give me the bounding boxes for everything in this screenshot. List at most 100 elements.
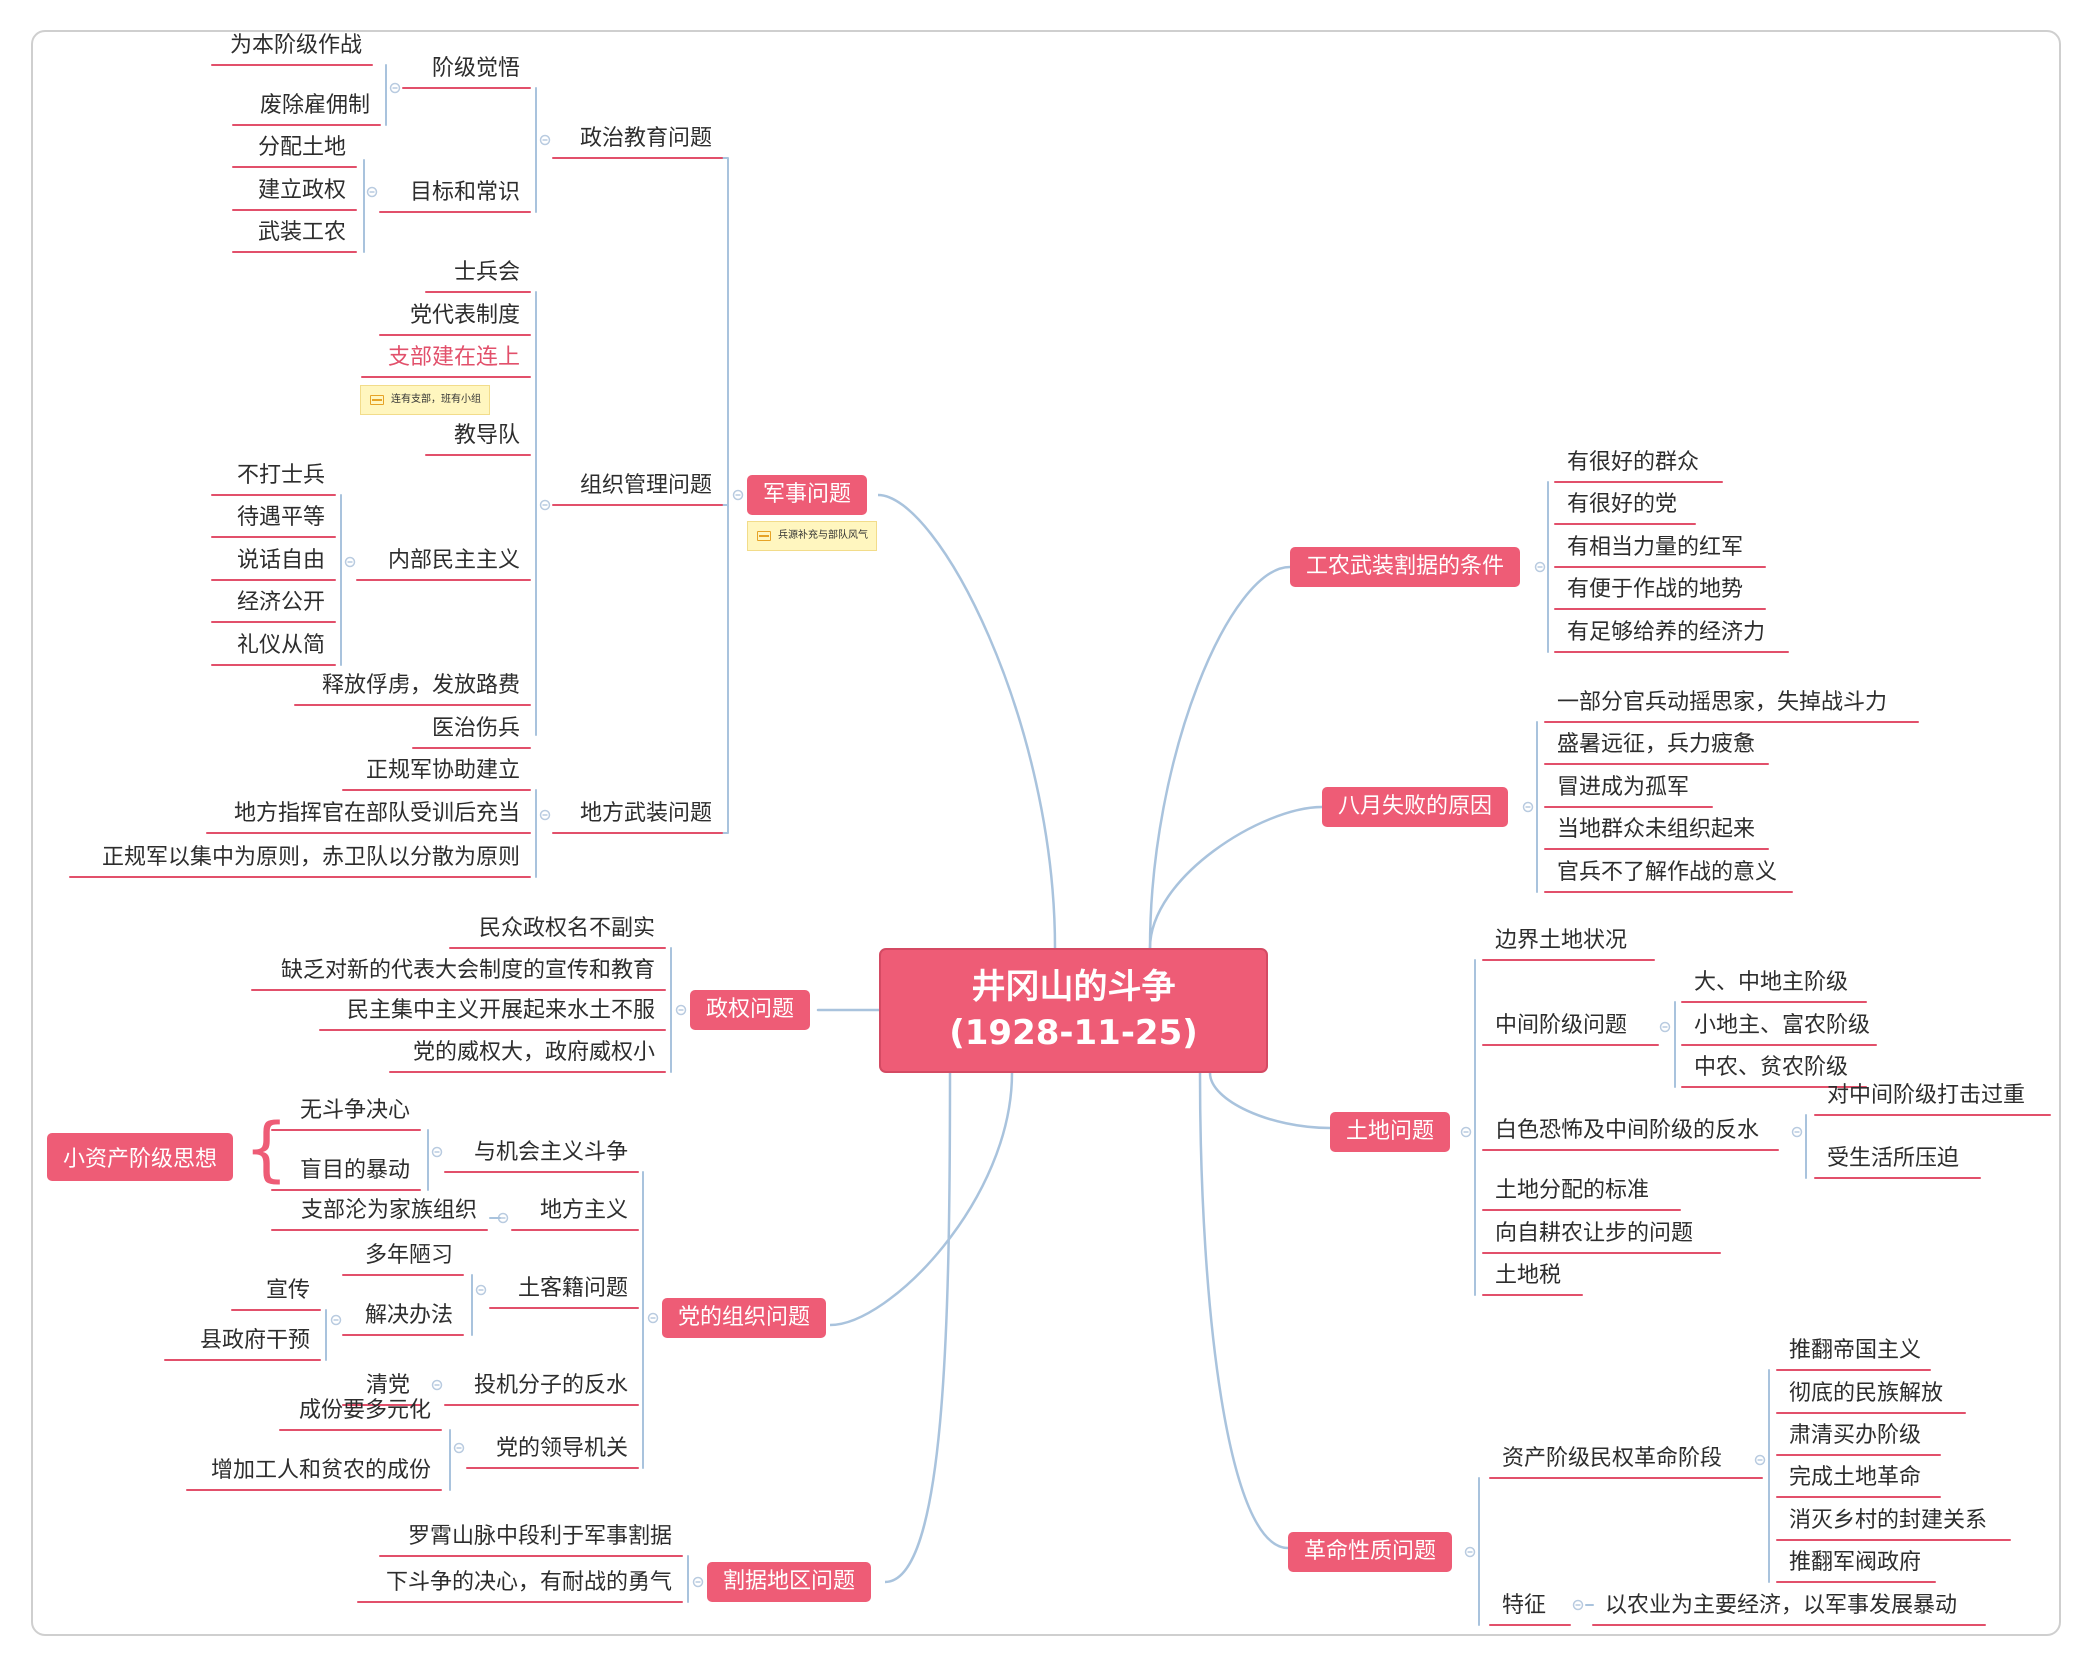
leaf-node[interactable]: 与机会主义斗争 (473, 1140, 628, 1165)
leaf-node[interactable]: 经济公开 (236, 590, 325, 615)
leaf-node[interactable]: 投机分子的反水 (473, 1373, 628, 1398)
main-branch-link (884, 1072, 952, 1584)
leaf-node[interactable]: 特征 (1502, 1593, 1547, 1618)
topic-area[interactable]: 割据地区问题 (707, 1562, 872, 1602)
leaf-node[interactable]: 建立政权 (257, 178, 346, 203)
leaf-node[interactable]: 边界土地状况 (1495, 928, 1628, 953)
canvas-frame (31, 30, 2061, 1636)
leaf-node[interactable]: 盲目的暴动 (299, 1158, 410, 1183)
note-branch[interactable]: 连有支部，班有小组 (360, 385, 490, 415)
leaf-node[interactable]: 成份要多元化 (298, 1398, 431, 1423)
leaf-node[interactable]: 白色恐怖及中间阶级的反水 (1495, 1118, 1760, 1143)
leaf-node[interactable]: 党的领导机关 (495, 1436, 628, 1461)
leaf-node[interactable]: 资产阶级民权革命阶段 (1502, 1446, 1723, 1471)
leaf-node[interactable]: 目标和常识 (409, 180, 520, 205)
main-branch-link (1198, 1072, 1289, 1550)
leaf-node[interactable]: 罗霄山脉中段利于军事割据 (407, 1524, 672, 1549)
main-branch-link (1148, 805, 1323, 949)
leaf-node[interactable]: 医治伤兵 (431, 716, 520, 741)
topic-august[interactable]: 八月失败的原因 (1322, 787, 1509, 827)
leaf-node[interactable]: 内部民主主义 (387, 548, 520, 573)
leaf-node[interactable]: 盛暑远征，兵力疲惫 (1557, 732, 1756, 757)
leaf-node[interactable]: 党的威权大，政府威权小 (412, 1040, 655, 1065)
topic-party[interactable]: 党的组织问题 (662, 1298, 827, 1338)
leaf-node[interactable]: 一部分官兵动摇思家，失掉战斗力 (1557, 690, 1888, 715)
leaf-node[interactable]: 县政府干预 (199, 1328, 310, 1353)
central-topic-date: (1928-11-25) (949, 1012, 1198, 1053)
leaf-node[interactable]: 地方主义 (539, 1198, 628, 1223)
leaf-node[interactable]: 消灭乡村的封建关系 (1789, 1508, 1988, 1533)
leaf-node[interactable]: 受生活所压迫 (1827, 1146, 1960, 1171)
leaf-node[interactable]: 多年陋习 (364, 1243, 453, 1268)
leaf-node[interactable]: 组织管理问题 (579, 473, 712, 498)
leaf-node[interactable]: 为本阶级作战 (229, 33, 362, 58)
leaf-node[interactable]: 不打士兵 (236, 463, 325, 488)
leaf-node[interactable]: 有很好的党 (1567, 492, 1678, 517)
summary-topic[interactable]: 小资产阶级思想 (47, 1133, 234, 1181)
leaf-node[interactable]: 土地分配的标准 (1495, 1178, 1650, 1203)
leaf-node[interactable]: 小地主、富农阶级 (1694, 1013, 1871, 1038)
leaf-node[interactable]: 无斗争决心 (299, 1098, 410, 1123)
leaf-node[interactable]: 地方武装问题 (579, 801, 712, 826)
leaf-node[interactable]: 武装工农 (257, 220, 346, 245)
leaf-node[interactable]: 向自耕农让步的问题 (1495, 1221, 1694, 1246)
leaf-node[interactable]: 缺乏对新的代表大会制度的宣传和教育 (280, 958, 655, 983)
topic-land[interactable]: 土地问题 (1330, 1112, 1451, 1152)
leaf-node[interactable]: 党代表制度 (409, 303, 520, 328)
leaf-node[interactable]: 支部沦为家族组织 (300, 1198, 477, 1223)
leaf-node[interactable]: 清党 (365, 1373, 410, 1398)
leaf-node[interactable]: 废除雇佣制 (259, 93, 370, 118)
leaf-node[interactable]: 冒进成为孤军 (1557, 775, 1690, 800)
leaf-node[interactable]: 大、中地主阶级 (1694, 970, 1849, 995)
leaf-node[interactable]: 解决办法 (364, 1303, 453, 1328)
note-text: 连有支部，班有小组 (391, 394, 481, 405)
leaf-node[interactable]: 土客籍问题 (517, 1276, 628, 1301)
main-branch-link (1208, 1072, 1331, 1130)
leaf-node[interactable]: 分配土地 (257, 135, 346, 160)
leaf-node[interactable]: 彻底的民族解放 (1789, 1381, 1944, 1406)
central-topic[interactable]: 井冈山的斗争 (1928-11-25) (879, 948, 1268, 1073)
leaf-node[interactable]: 有很好的群众 (1567, 450, 1700, 475)
leaf-node[interactable]: 土地税 (1495, 1263, 1562, 1288)
leaf-node[interactable]: 释放俘虏，发放路费 (321, 673, 520, 698)
main-branch-link (877, 493, 1057, 949)
leaf-node[interactable]: 礼仪从简 (236, 633, 325, 658)
leaf-node[interactable]: 教导队 (453, 423, 520, 448)
leaf-node[interactable]: 民众政权名不副实 (478, 916, 655, 941)
leaf-node[interactable]: 正规军以集中为原则，赤卫队以分散为原则 (101, 845, 520, 870)
leaf-node[interactable]: 以农业为主要经济，以军事发展暴动 (1605, 1593, 1958, 1618)
leaf-node[interactable]: 有便于作战的地势 (1567, 577, 1744, 602)
leaf-node[interactable]: 正规军协助建立 (365, 758, 520, 783)
leaf-node[interactable]: 推翻帝国主义 (1789, 1338, 1922, 1363)
leaf-node[interactable]: 有足够给养的经济力 (1567, 620, 1766, 645)
leaf-node[interactable]: 完成土地革命 (1789, 1465, 1922, 1490)
leaf-node[interactable]: 阶级觉悟 (431, 56, 520, 81)
leaf-node[interactable]: 宣传 (265, 1278, 310, 1303)
leaf-node[interactable]: 说话自由 (236, 548, 325, 573)
topic-conditions[interactable]: 工农武装割据的条件 (1290, 547, 1521, 587)
leaf-node[interactable]: 下斗争的决心，有耐战的勇气 (385, 1570, 672, 1595)
leaf-node[interactable]: 待遇平等 (236, 505, 325, 530)
topic-military[interactable]: 军事问题 (747, 475, 868, 515)
leaf-node[interactable]: 增加工人和贫农的成份 (210, 1458, 431, 1483)
leaf-node[interactable]: 有相当力量的红军 (1567, 535, 1744, 560)
topic-nature[interactable]: 革命性质问题 (1288, 1532, 1453, 1572)
leaf-node[interactable]: 对中间阶级打击过重 (1827, 1083, 2026, 1108)
leaf-node[interactable]: 推翻军阀政府 (1789, 1550, 1922, 1575)
leaf-node-highlighted[interactable]: 支部建在连上 (387, 345, 520, 370)
topic-regime[interactable]: 政权问题 (690, 990, 811, 1030)
central-topic-title: 井冈山的斗争 (971, 966, 1176, 1007)
brace-icon: { (244, 1108, 289, 1190)
leaf-node[interactable]: 肃清买办阶级 (1789, 1423, 1922, 1448)
leaf-node[interactable]: 地方指挥官在部队受训后充当 (233, 801, 520, 826)
leaf-node[interactable]: 中农、贫农阶级 (1694, 1055, 1849, 1080)
leaf-node[interactable]: 当地群众未组织起来 (1557, 817, 1756, 842)
leaf-node[interactable]: 官兵不了解作战的意义 (1557, 860, 1778, 885)
leaf-node[interactable]: 士兵会 (453, 260, 520, 285)
leaf-node[interactable]: 民主集中主义开展起来水土不服 (346, 998, 655, 1023)
leaf-node[interactable]: 中间阶级问题 (1495, 1013, 1628, 1038)
leaf-node[interactable]: 政治教育问题 (579, 126, 712, 151)
main-branch-link (829, 1072, 1014, 1327)
note-text: 兵源补充与部队风气 (778, 530, 868, 541)
note-military[interactable]: 兵源补充与部队风气 (747, 521, 877, 551)
